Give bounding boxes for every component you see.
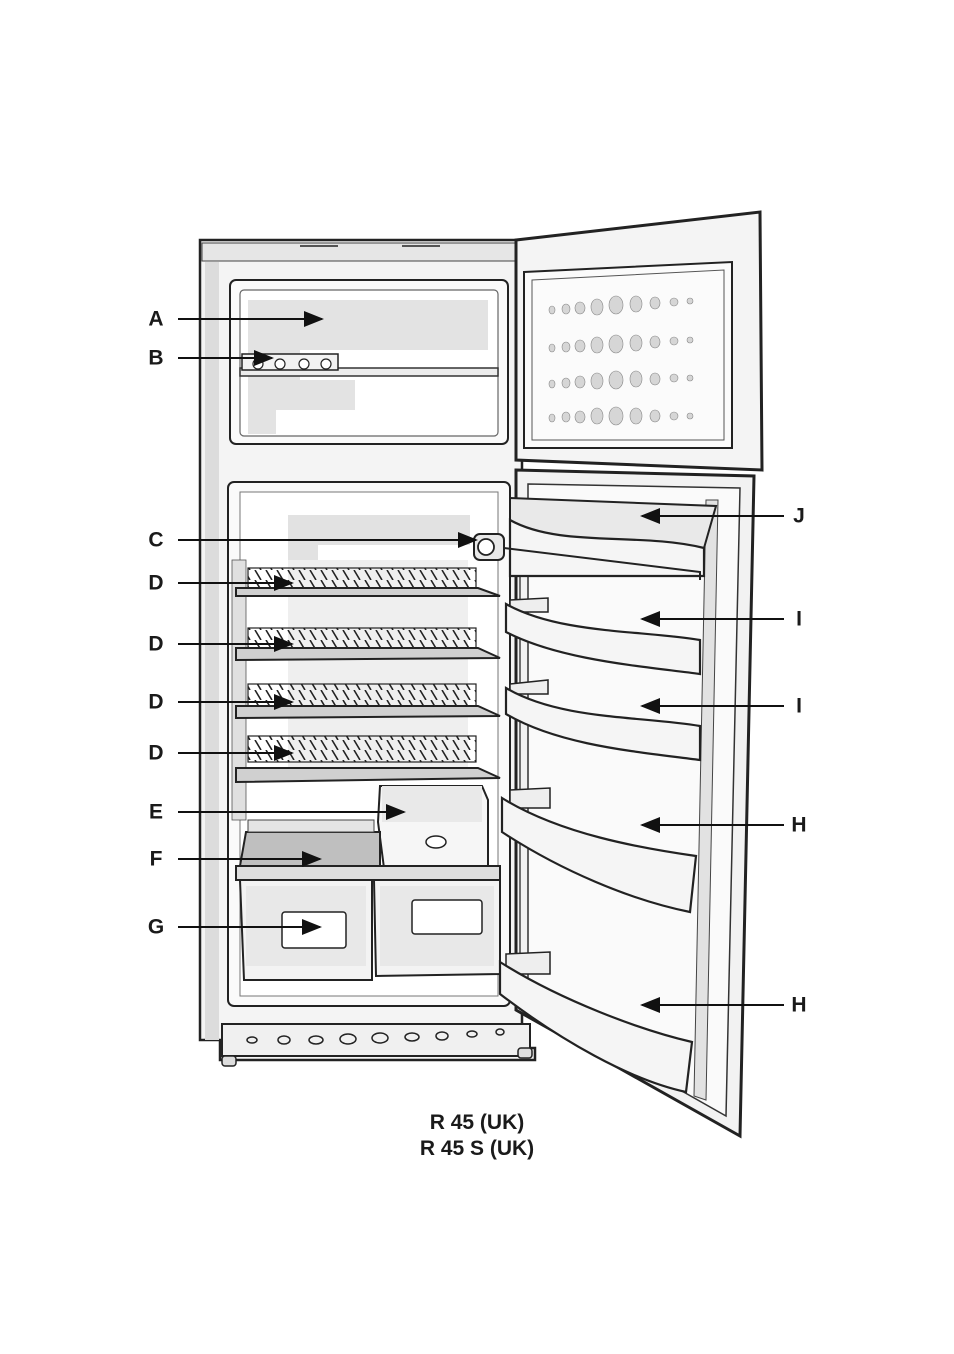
label-h-2: H	[791, 994, 806, 1017]
label-j: J	[793, 505, 805, 528]
label-i-2: I	[796, 695, 802, 718]
model-caption: R 45 (UK) R 45 S (UK)	[0, 1110, 954, 1162]
water-box	[378, 786, 488, 868]
label-h-1: H	[791, 814, 806, 837]
label-d-3: D	[148, 691, 163, 714]
label-a: A	[148, 308, 163, 331]
label-i-1: I	[796, 608, 802, 631]
crisper-drawer-left	[240, 880, 372, 980]
label-d-4: D	[148, 742, 163, 765]
door-dairy-compartment	[504, 498, 716, 580]
ice-tray	[242, 354, 338, 370]
label-e: E	[149, 801, 163, 824]
model-name-line-2: R 45 S (UK)	[0, 1136, 954, 1162]
crisper-drawer-right	[374, 880, 500, 976]
model-name-line-1: R 45 (UK)	[0, 1110, 954, 1136]
label-c: C	[148, 529, 163, 552]
label-g: G	[148, 916, 164, 939]
label-b: B	[148, 347, 163, 370]
label-d-1: D	[148, 572, 163, 595]
label-f: F	[150, 848, 163, 871]
shelf-4	[236, 736, 500, 782]
thermostat	[474, 534, 504, 560]
label-d-2: D	[148, 633, 163, 656]
